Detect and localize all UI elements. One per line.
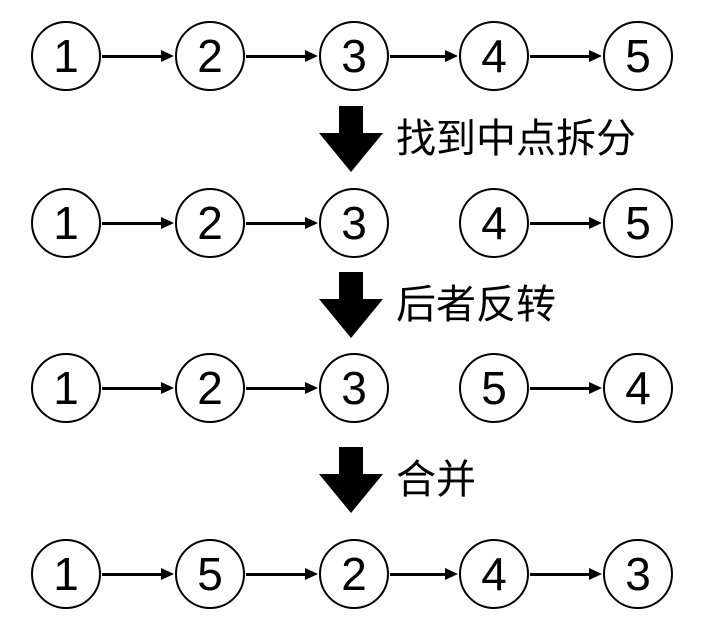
- next-pointer-arrow: [246, 217, 318, 229]
- transition-label: 合并: [396, 458, 476, 502]
- next-pointer-arrow: [102, 568, 174, 580]
- list-node: 3: [603, 539, 673, 609]
- next-pointer-arrow: [246, 50, 318, 62]
- list-node: 4: [459, 21, 529, 91]
- next-pointer-arrow: [390, 568, 458, 580]
- arrow-line: [530, 221, 591, 225]
- next-pointer-arrow: [530, 382, 602, 394]
- list-node: 4: [459, 539, 529, 609]
- list-node: 5: [459, 353, 529, 423]
- node-value: 2: [197, 30, 223, 82]
- arrow-line: [102, 572, 163, 576]
- node-value: 1: [53, 197, 79, 249]
- next-pointer-arrow: [246, 382, 318, 394]
- arrow-line: [530, 54, 591, 58]
- arrow-line: [246, 221, 307, 225]
- node-value: 5: [625, 197, 651, 249]
- list-row-original: 1 2 3 4 5: [0, 21, 722, 91]
- list-row-reversed: 1 2 3 5 4: [0, 353, 722, 423]
- next-pointer-arrow: [102, 217, 174, 229]
- list-node: 5: [603, 21, 673, 91]
- arrow-head-icon: [589, 382, 602, 394]
- arrow-head-icon: [305, 568, 318, 580]
- list-node: 3: [319, 21, 389, 91]
- node-value: 4: [625, 362, 651, 414]
- arrow-head-icon: [161, 568, 174, 580]
- node-value: 1: [53, 362, 79, 414]
- down-arrow-icon: [319, 272, 383, 338]
- list-node: 2: [175, 353, 245, 423]
- next-pointer-arrow: [102, 382, 174, 394]
- next-pointer-arrow: [530, 217, 602, 229]
- list-node: 3: [319, 188, 389, 258]
- arrow-line: [102, 386, 163, 390]
- node-value: 1: [53, 548, 79, 600]
- node-value: 3: [625, 548, 651, 600]
- next-pointer-arrow: [530, 568, 602, 580]
- node-value: 5: [625, 30, 651, 82]
- next-pointer-arrow: [530, 50, 602, 62]
- list-node: 1: [31, 539, 101, 609]
- node-value: 4: [481, 548, 507, 600]
- next-pointer-arrow: [102, 50, 174, 62]
- node-value: 3: [341, 30, 367, 82]
- arrow-head-icon: [161, 217, 174, 229]
- next-pointer-arrow: [390, 50, 458, 62]
- down-arrow-icon: [319, 447, 383, 513]
- list-node: 5: [603, 188, 673, 258]
- list-node: 4: [603, 353, 673, 423]
- transition-label: 后者反转: [396, 283, 556, 327]
- arrow-head-icon: [589, 50, 602, 62]
- arrow-head-icon: [305, 217, 318, 229]
- list-node: 1: [31, 353, 101, 423]
- list-node: 2: [319, 539, 389, 609]
- arrow-head-icon: [161, 50, 174, 62]
- arrow-line: [246, 54, 307, 58]
- down-arrow-icon: [319, 106, 383, 172]
- node-value: 2: [197, 362, 223, 414]
- arrow-head-icon: [305, 382, 318, 394]
- arrow-line: [246, 386, 307, 390]
- arrow-line: [530, 572, 591, 576]
- arrow-head-icon: [305, 50, 318, 62]
- list-node: 1: [31, 21, 101, 91]
- arrow-line: [102, 221, 163, 225]
- arrow-line: [390, 572, 447, 576]
- list-node: 1: [31, 188, 101, 258]
- node-value: 4: [481, 197, 507, 249]
- list-node: 3: [319, 353, 389, 423]
- arrow-line: [102, 54, 163, 58]
- arrow-head-icon: [589, 568, 602, 580]
- arrow-head-icon: [445, 50, 458, 62]
- arrow-head-icon: [445, 568, 458, 580]
- transition-split: 找到中点拆分: [319, 106, 636, 172]
- arrow-head-icon: [589, 217, 602, 229]
- node-value: 5: [197, 548, 223, 600]
- node-value: 4: [481, 30, 507, 82]
- transition-label: 找到中点拆分: [396, 117, 636, 161]
- transition-reverse: 后者反转: [319, 272, 556, 338]
- list-row-split: 1 2 3 4 5: [0, 188, 722, 258]
- next-pointer-arrow: [246, 568, 318, 580]
- transition-merge: 合并: [319, 447, 476, 513]
- node-value: 2: [197, 197, 223, 249]
- node-value: 1: [53, 30, 79, 82]
- list-node: 5: [175, 539, 245, 609]
- list-node: 2: [175, 21, 245, 91]
- list-node: 4: [459, 188, 529, 258]
- list-row-merged: 1 5 2 4 3: [0, 539, 722, 609]
- node-value: 3: [341, 362, 367, 414]
- arrow-head-icon: [161, 382, 174, 394]
- list-node: 2: [175, 188, 245, 258]
- node-value: 3: [341, 197, 367, 249]
- arrow-line: [246, 572, 307, 576]
- node-value: 2: [341, 548, 367, 600]
- arrow-line: [390, 54, 447, 58]
- node-value: 5: [481, 362, 507, 414]
- arrow-line: [530, 386, 591, 390]
